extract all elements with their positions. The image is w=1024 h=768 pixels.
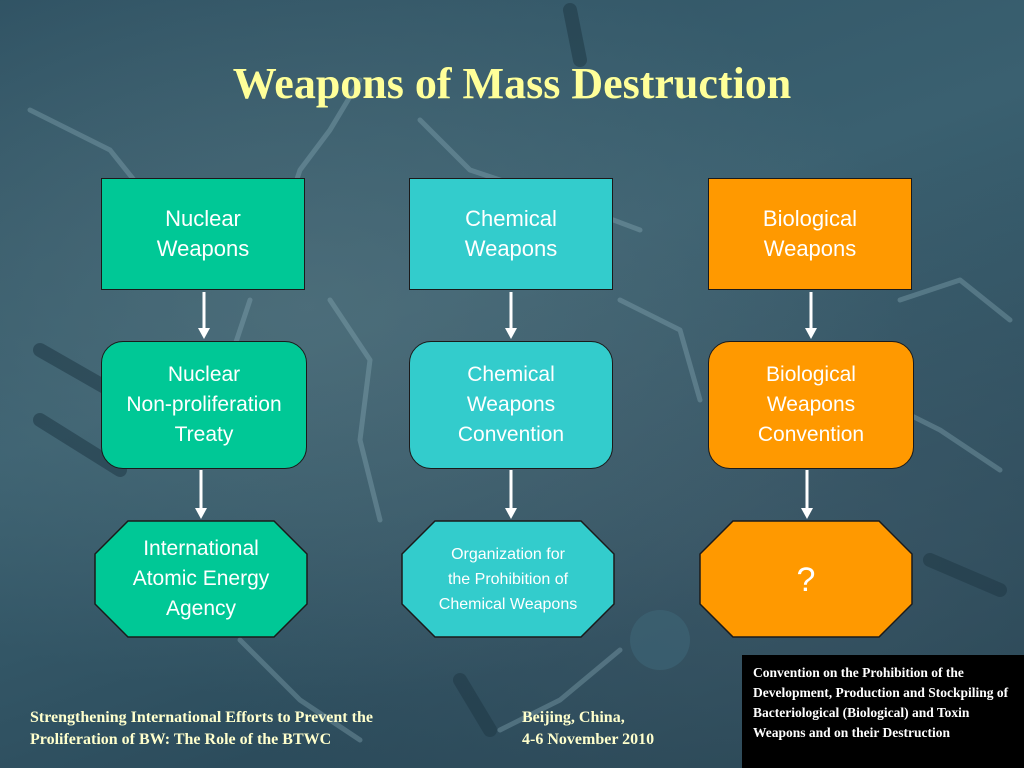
- opcw-label: Organization for the Prohibition of Chem…: [438, 545, 578, 613]
- footer-location-date: Beijing, China, 4-6 November 2010: [522, 709, 655, 748]
- opcw-octagon-shape: [401, 520, 615, 638]
- biological-convention-box: Biological Weapons Convention: [708, 341, 914, 469]
- iaea-octagon-shape: [94, 520, 308, 638]
- chemical-weapons-box: Chemical Weapons: [409, 178, 613, 290]
- iaea-label: International Atomic Energy Agency: [132, 537, 270, 620]
- chemical-convention-box: Chemical Weapons Convention: [409, 341, 613, 469]
- down-arrow-icon: [505, 292, 517, 339]
- btwc-full-name-note: Convention on the Prohibition of the Dev…: [742, 655, 1024, 768]
- biological-weapons-box: Biological Weapons: [708, 178, 912, 290]
- down-arrow-icon: [801, 470, 813, 519]
- footer-presentation-title: Strengthening International Efforts to P…: [30, 709, 373, 748]
- page-title: Weapons of Mass Destruction: [232, 59, 792, 108]
- down-arrow-icon: [198, 292, 210, 339]
- nuclear-weapons-box: Nuclear Weapons: [101, 178, 305, 290]
- down-arrow-icon: [805, 292, 817, 339]
- down-arrow-icon: [505, 470, 517, 519]
- nuclear-treaty-box: Nuclear Non-proliferation Treaty: [101, 341, 307, 469]
- unknown-organization-label: ?: [796, 561, 816, 599]
- unknown-organization-octagon-shape: [699, 520, 913, 638]
- down-arrow-icon: [195, 470, 207, 519]
